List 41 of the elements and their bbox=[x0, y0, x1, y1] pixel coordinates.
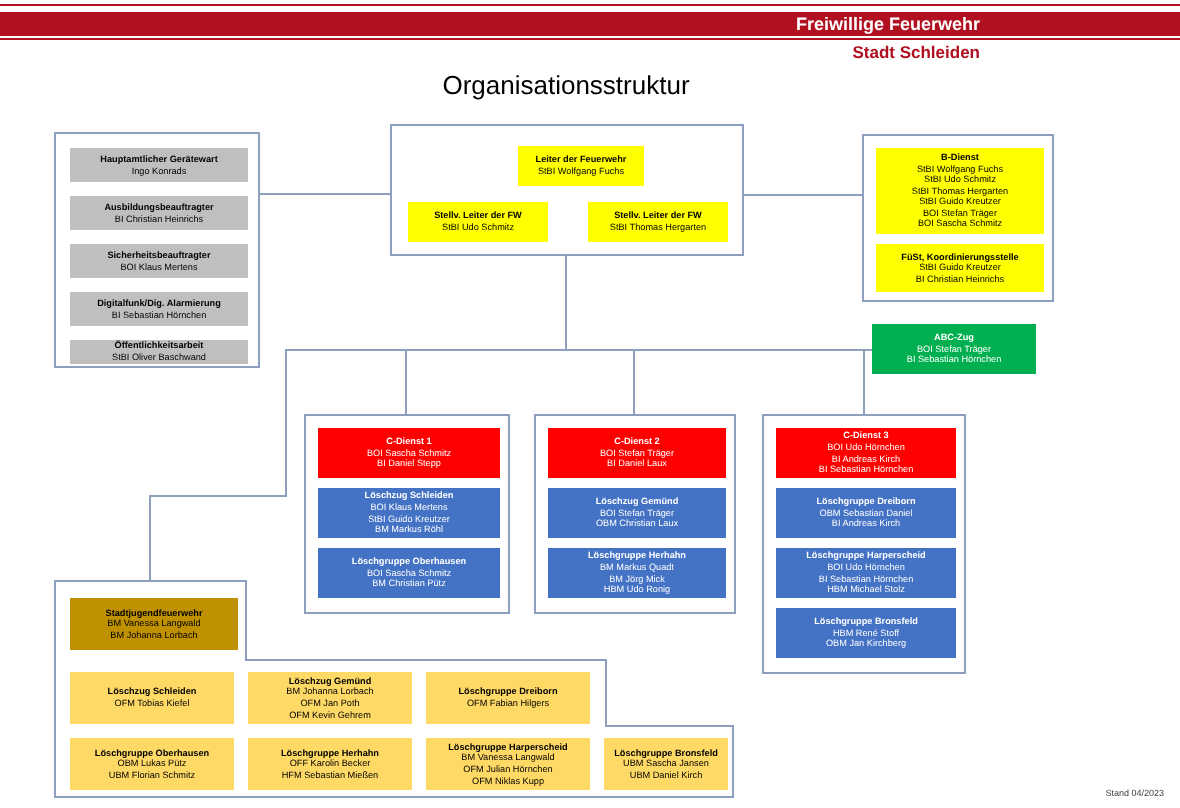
diagram-title: Organisationsstruktur bbox=[440, 70, 692, 102]
header-text: Freiwillige Feuerwehr bbox=[795, 12, 980, 36]
role-box bbox=[604, 738, 728, 790]
group-frame bbox=[534, 414, 736, 614]
role-box bbox=[318, 548, 500, 598]
group-frame bbox=[390, 124, 744, 256]
role-box bbox=[426, 672, 590, 724]
role-box bbox=[408, 202, 548, 242]
role-box bbox=[70, 148, 248, 182]
group-frame bbox=[862, 134, 1054, 302]
role-box bbox=[248, 738, 412, 790]
role-box bbox=[548, 428, 726, 478]
role-box bbox=[876, 244, 1044, 292]
role-box bbox=[70, 598, 238, 650]
role-box bbox=[70, 244, 248, 278]
role-box bbox=[518, 146, 644, 186]
role-box bbox=[318, 488, 500, 538]
role-box bbox=[426, 738, 590, 790]
role-box bbox=[70, 340, 248, 364]
group-frame bbox=[54, 132, 260, 368]
role-box bbox=[776, 608, 956, 658]
role-box bbox=[248, 672, 412, 724]
header-text: Stadt Schleiden bbox=[852, 42, 980, 62]
role-box bbox=[548, 548, 726, 598]
group-frame bbox=[54, 580, 734, 798]
group-frame bbox=[762, 414, 966, 674]
role-box bbox=[70, 672, 234, 724]
group-frame bbox=[304, 414, 510, 614]
role-box bbox=[776, 548, 956, 598]
role-box bbox=[70, 738, 234, 790]
role-box bbox=[548, 488, 726, 538]
role-box bbox=[872, 324, 1036, 374]
role-box bbox=[776, 428, 956, 478]
role-box bbox=[776, 488, 956, 538]
role-box bbox=[876, 148, 1044, 234]
role-box bbox=[318, 428, 500, 478]
role-box bbox=[70, 196, 248, 230]
role-box bbox=[588, 202, 728, 242]
connector-line bbox=[259, 193, 391, 195]
connector-line bbox=[743, 194, 863, 196]
role-box bbox=[70, 292, 248, 326]
